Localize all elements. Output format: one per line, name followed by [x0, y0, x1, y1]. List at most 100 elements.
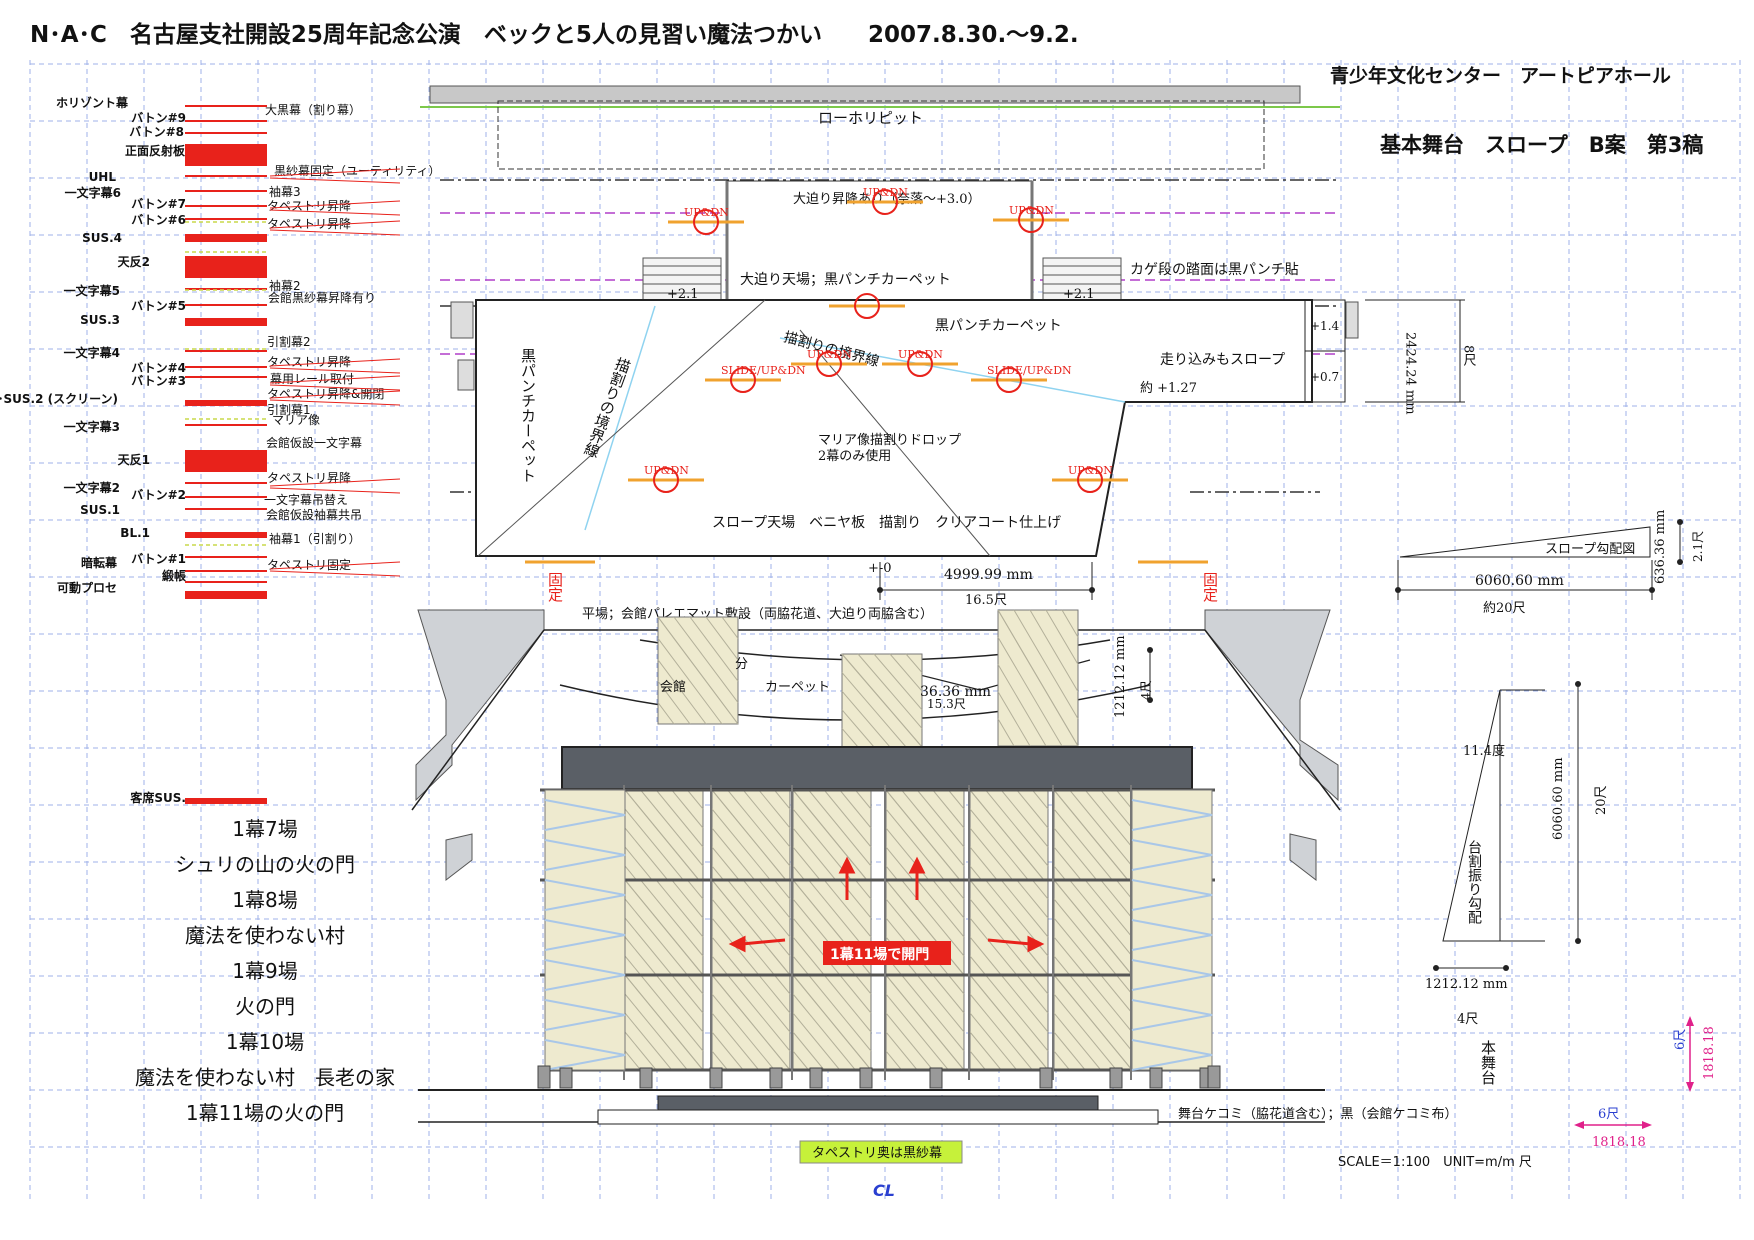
panel-hatch	[885, 1012, 934, 1071]
panel-hatch	[1084, 789, 1133, 848]
panel-hatch	[1100, 879, 1133, 919]
stage-step	[597, 1109, 1159, 1125]
dim-width-shaku: 16.5尺	[965, 593, 1007, 608]
batten-bar	[185, 350, 267, 352]
scene-entry: 1幕9場	[232, 959, 297, 983]
kaikan-label: 会館	[660, 680, 686, 695]
batten-bar	[185, 570, 267, 572]
batten-label: 一文字幕3	[64, 419, 120, 434]
scale-arrow	[1686, 1082, 1694, 1092]
gate-top-beam	[561, 746, 1193, 790]
panel-hatch	[1016, 974, 1049, 1014]
base-leg	[1039, 1067, 1053, 1089]
riser-base: 1212.12 mm	[1425, 977, 1508, 992]
panel-hatch	[792, 955, 809, 976]
panel-hatch	[1053, 879, 1133, 976]
panel-hatch	[1000, 879, 1049, 938]
tapestry-note-box	[799, 1140, 963, 1164]
lift-circle	[854, 293, 880, 319]
panel-hatch	[1053, 1031, 1086, 1071]
batten-bar	[185, 175, 267, 177]
panel-hatch	[808, 789, 872, 867]
panel-hatch	[885, 1031, 918, 1071]
panel-hatch	[997, 664, 1047, 747]
panel-hatch	[758, 789, 791, 829]
panel-hatch	[624, 898, 688, 976]
gate-open-label: 1幕11場で開門	[830, 946, 929, 963]
batten-note: 袖幕1（引割り）	[269, 531, 361, 546]
panel-hatch	[657, 638, 723, 725]
fixed-label-right: 固定	[1201, 572, 1219, 603]
batten-note: 大黒幕（割り幕）	[265, 102, 361, 117]
batten-note: 会館仮設袖幕共吊	[266, 507, 362, 522]
panel-hatch	[624, 827, 673, 886]
panel-hatch	[808, 974, 872, 1052]
updn-label: UP&DN	[644, 464, 689, 477]
panel-hatch	[1053, 898, 1117, 976]
kage-note: カゲ段の踏面は黒パンチ貼	[1130, 262, 1299, 278]
panel-hatch	[1016, 789, 1049, 829]
riser-triangle	[1442, 689, 1501, 942]
dim-width-label: 4999.99 mm	[944, 567, 1033, 583]
panel-hatch	[792, 1031, 825, 1071]
scale-label: SCALE＝1:100 UNIT=m/m 尺	[1338, 1155, 1532, 1170]
lift-circle	[653, 467, 679, 493]
panel-hatch	[655, 789, 704, 848]
batten-note: 会館黒紗幕昇降有り	[268, 290, 376, 305]
gate-side-zigzag	[544, 1039, 626, 1071]
batten-arrow-line	[269, 375, 401, 384]
panel-hatch	[969, 1031, 1002, 1071]
panel-hatch	[624, 917, 673, 976]
panel-hatch	[655, 974, 704, 1033]
slope-side-box	[1304, 299, 1346, 403]
panel-hatch	[1032, 974, 1049, 995]
batten-label: バトン#3	[131, 374, 186, 388]
boundary-line-diagonal	[477, 299, 766, 557]
panel-hatch	[885, 827, 934, 886]
batten-label: 天反2	[118, 254, 150, 269]
batten-bar	[185, 318, 267, 326]
panel-hatch	[1053, 808, 1117, 886]
batten-label: SUS.3	[80, 313, 120, 327]
batten-label: バトン#7	[131, 197, 186, 211]
gate-side-zigzag	[1131, 999, 1213, 1031]
panel-hatch	[711, 1031, 744, 1071]
panel-hatch	[711, 879, 791, 976]
updn-label: UP&DN	[684, 206, 729, 219]
dim-dot	[1677, 519, 1683, 525]
panel-hatch	[1016, 879, 1049, 919]
batten-bar	[185, 556, 267, 558]
panel-hatch	[792, 789, 872, 886]
batten-bar	[185, 105, 267, 107]
panel-hatch	[916, 789, 965, 848]
panel-hatch	[687, 974, 704, 995]
panel-hatch	[969, 1012, 1018, 1071]
dim-dot	[1147, 647, 1153, 653]
scene-entry: 1幕8場	[232, 888, 297, 912]
panel-hatch	[839, 974, 872, 1014]
batten-label: バトン#9	[131, 111, 186, 125]
batten-note-group: 大黒幕（割り幕）黒紗幕固定（ユーティリティ）袖幕3タペストリ昇降タペストリ昇降袖…	[264, 102, 441, 577]
gate-side-zigzag	[1131, 959, 1213, 991]
batten-bar	[185, 496, 267, 498]
level-plus-07: +0.7	[1310, 370, 1339, 384]
gate-side-zigzag	[1131, 919, 1213, 951]
batten-note: 袖幕3	[269, 184, 301, 199]
batten-label: ホリゾント幕	[56, 95, 129, 110]
panel-hatch	[624, 936, 657, 976]
kekomi-label: 舞台ケコミ（脇花道含む）；黒（会館ケコミ布）	[1178, 1106, 1458, 1122]
carpet-label: カーペット	[765, 680, 830, 695]
batten-note: 会館仮設一文字幕	[266, 435, 362, 450]
updn-label: SLIDE/UP&DN	[987, 364, 1072, 377]
scale-v-mm: 1818.18	[1702, 1026, 1717, 1080]
base-leg	[537, 1065, 551, 1089]
dim-dot	[1575, 938, 1581, 944]
run-slope-label: 走り込みもスロープ	[1160, 352, 1285, 368]
panel-hatch	[969, 808, 1033, 886]
batten-bar	[185, 120, 267, 122]
batten-label: 天反1	[118, 452, 150, 467]
platform-side-block	[1345, 301, 1359, 339]
batten-note: タペストリ昇降	[267, 471, 351, 485]
gate-side-zigzag	[544, 799, 626, 831]
black-punch-vertical: 黒パンチカーペット	[519, 348, 537, 483]
